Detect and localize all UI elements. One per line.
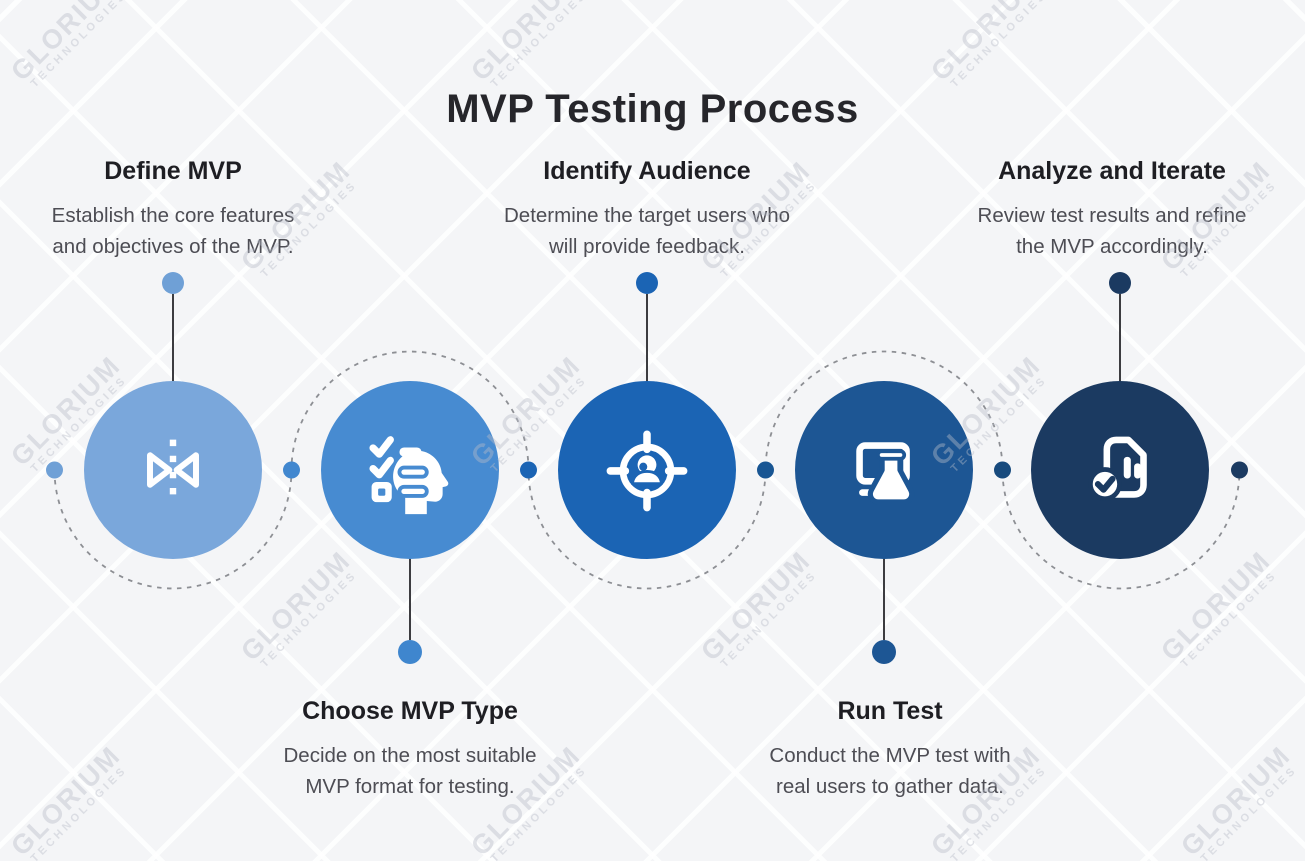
step-5-circle (1031, 381, 1209, 559)
step-2-circle (321, 381, 499, 559)
step-1-heading: Define MVP (104, 157, 242, 185)
step-2-terminal-dot (398, 640, 422, 664)
step-3-heading: Identify Audience (543, 157, 751, 185)
junction-dots (46, 461, 1248, 479)
step-5-terminal-dot (1109, 272, 1131, 294)
head-checklist-icon (369, 436, 449, 515)
junction-dot (1231, 461, 1248, 479)
dashed-weave-path (53, 350, 1241, 590)
flip-triangles-icon (147, 439, 199, 505)
terminal-dots (162, 272, 1131, 664)
junction-dot (520, 461, 537, 479)
step-1-circle (84, 381, 262, 559)
step-1-description: Establish the core features and objectiv… (51, 204, 295, 258)
junction-dot (994, 461, 1011, 479)
page-title: MVP Testing Process (446, 86, 859, 131)
junction-dot (46, 461, 63, 479)
step-5-description: Review test results and refine the MVP a… (977, 204, 1247, 258)
target-user-icon (606, 430, 688, 512)
connector-stems (172, 294, 1121, 640)
step-1-terminal-dot (162, 272, 184, 294)
step-5-label: Analyze and Iterate Review test results … (942, 157, 1282, 263)
step-4-label: Run Test Conduct the MVP test with real … (720, 697, 1060, 803)
step-4-description: Conduct the MVP test with real users to … (769, 744, 1011, 798)
step-4-circle (795, 381, 973, 559)
junction-dot (757, 461, 774, 479)
step-5-heading: Analyze and Iterate (998, 157, 1226, 185)
step-4-heading: Run Test (837, 697, 943, 725)
monitor-flask-icon (856, 442, 915, 505)
junction-dot (283, 461, 300, 479)
step-2-heading: Choose MVP Type (302, 697, 518, 725)
step-1-label: Define MVP Establish the core features a… (3, 157, 343, 263)
step-2-label: Choose MVP Type Decide on the most suita… (240, 697, 580, 803)
step-4-terminal-dot (872, 640, 896, 664)
step-3-terminal-dot (636, 272, 658, 294)
step-3-description: Determine the target users who will prov… (504, 204, 790, 258)
step-2-description: Decide on the most suitable MVP format f… (283, 744, 537, 798)
step-3-label: Identify Audience Determine the target u… (477, 157, 817, 263)
step-3-circle (558, 381, 736, 559)
report-check-icon (1088, 436, 1147, 502)
